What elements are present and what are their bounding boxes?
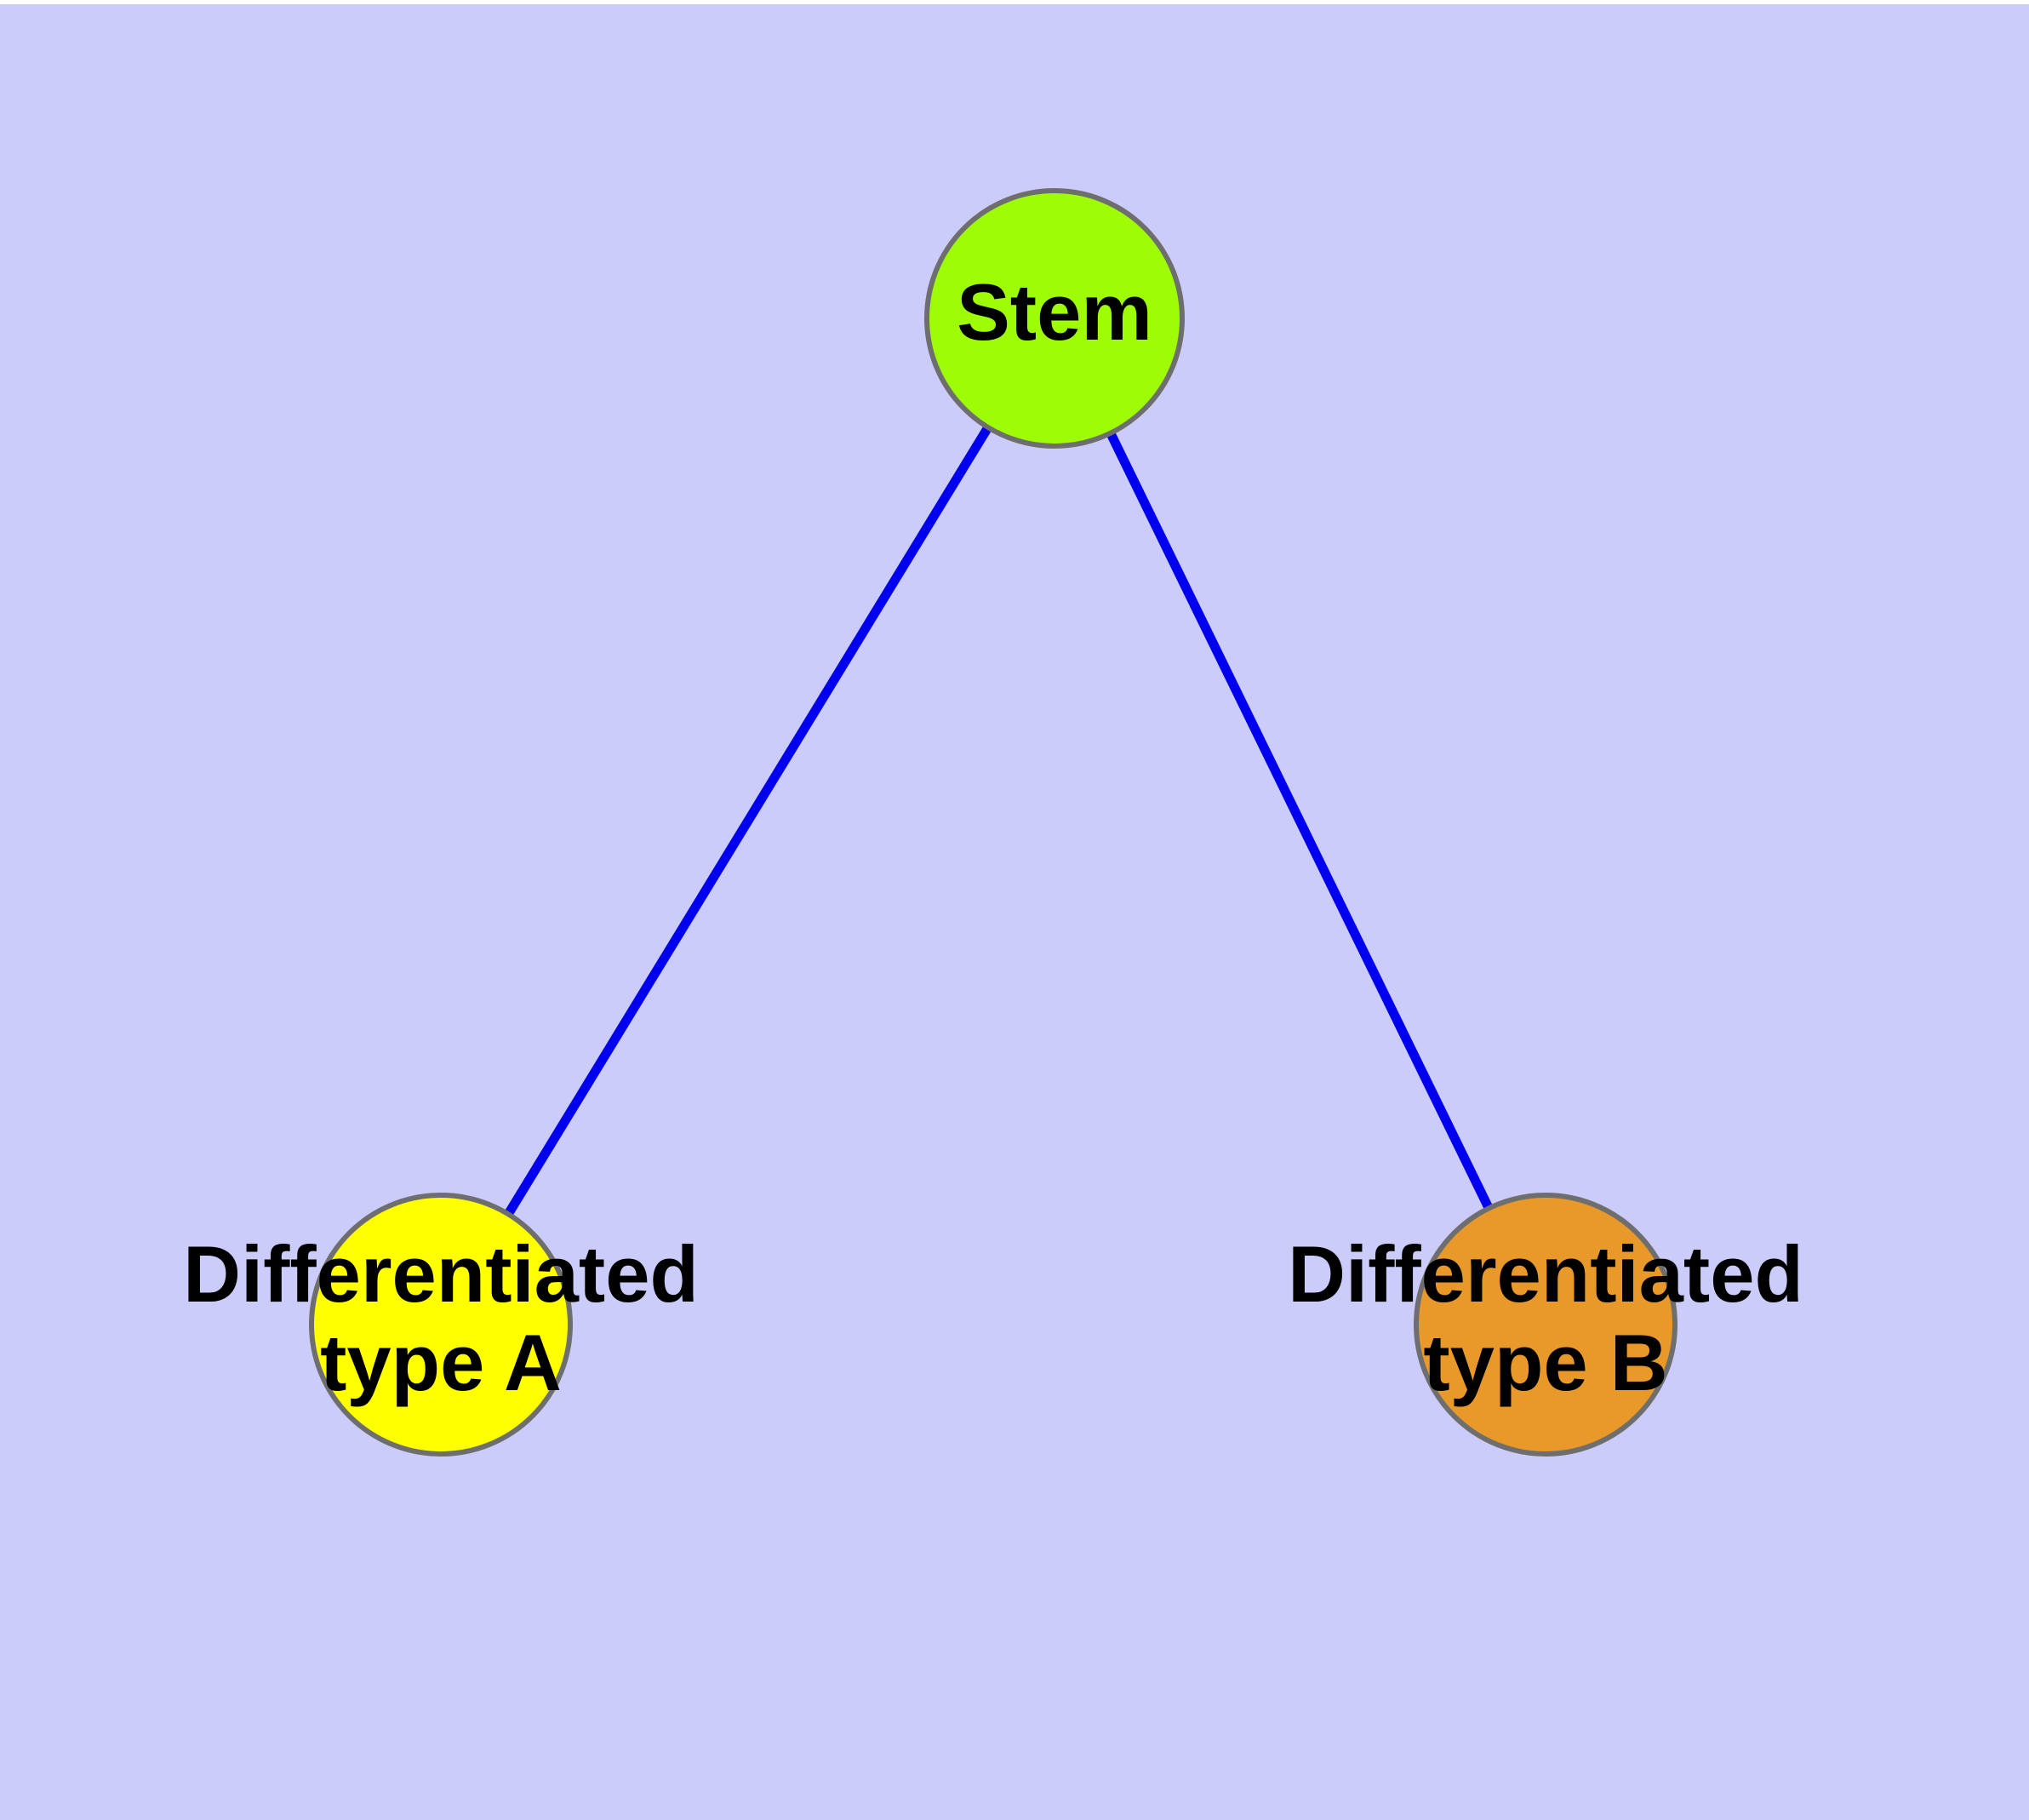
node-label-line: Stem	[957, 267, 1152, 357]
node-circle-diff-b[interactable]	[1414, 1193, 1677, 1457]
edge-layer	[437, 316, 1550, 1327]
graph-edge-stem-to-diff-b[interactable]	[1050, 316, 1550, 1327]
graph-edge-stem-to-diff-a[interactable]	[437, 316, 1059, 1327]
node-circle-diff-a[interactable]	[309, 1193, 573, 1457]
node-label-line: type A	[320, 1318, 562, 1407]
node-label-line: Differentiated	[1288, 1229, 1803, 1319]
graph-node-stem[interactable]: Stem	[924, 188, 1185, 449]
node-circle-stem[interactable]	[924, 188, 1185, 449]
node-label-line: Differentiated	[183, 1229, 699, 1319]
node-label-line: type B	[1423, 1318, 1667, 1407]
node-label-stem: Stem	[957, 267, 1152, 357]
